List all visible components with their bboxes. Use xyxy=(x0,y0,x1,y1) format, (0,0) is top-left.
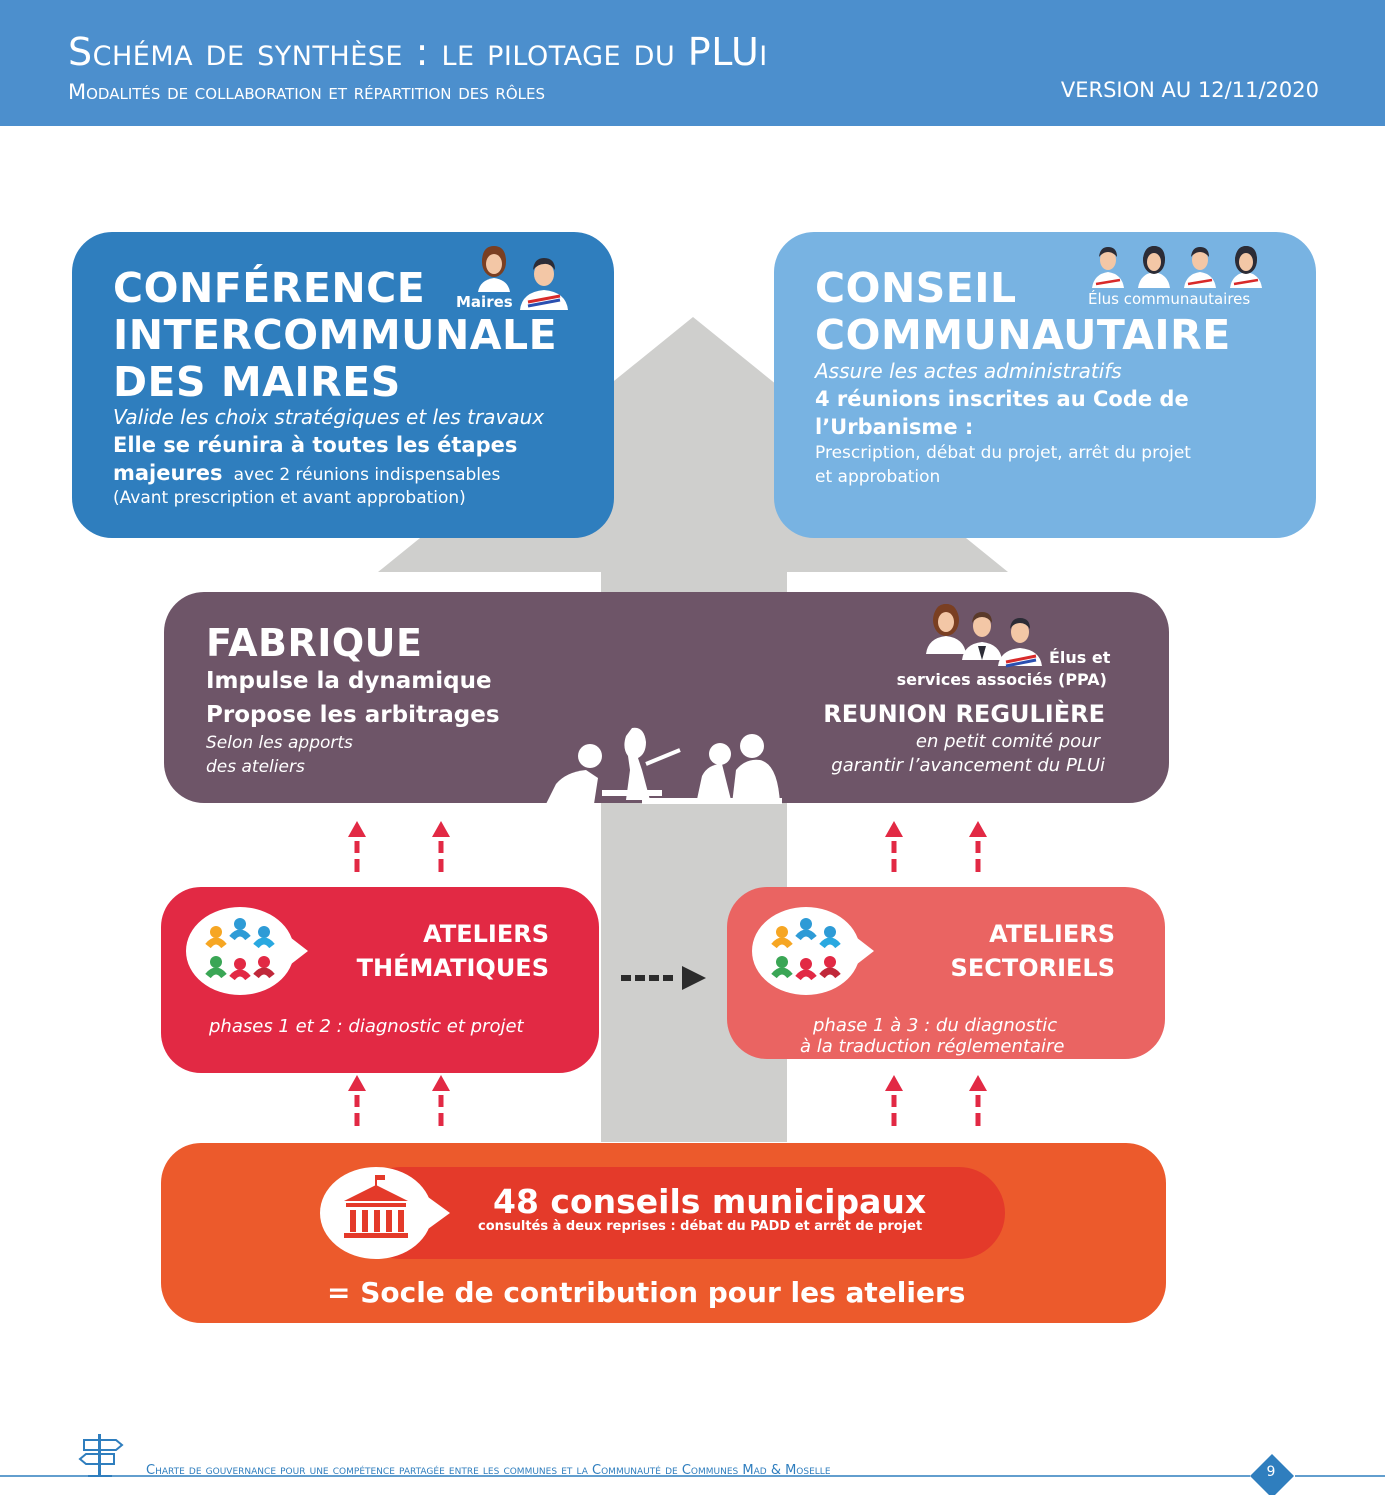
conference-meet-rest: avec 2 réunions indispensables xyxy=(233,465,501,485)
conference-meet-note: (Avant prescription et avant approbation… xyxy=(113,488,466,508)
elus-services-caption-2: services associés (PPA) xyxy=(896,670,1107,689)
conseils-municipaux-subtitle: consultés à deux reprises : débat du PAD… xyxy=(478,1219,923,1234)
conseils-municipaux-pill xyxy=(355,1167,1005,1259)
ateliers-thematiques-phase: phases 1 et 2 : diagnostic et projet xyxy=(209,1016,524,1037)
header-banner xyxy=(0,0,1385,126)
elus-communautaires-caption: Élus communautaires xyxy=(1088,290,1251,308)
conseil-meet-line2: l’Urbanisme : xyxy=(815,415,974,439)
fabrique-note-line2: des ateliers xyxy=(206,757,305,777)
elus-services-people-icon xyxy=(926,604,1042,668)
conseil-title-2: COMMUNAUTAIRE xyxy=(815,311,1231,359)
conseils-municipaux-title: 48 conseils municipaux xyxy=(493,1182,927,1221)
fabrique-note-line1: Selon les apports xyxy=(206,733,353,753)
fabrique-meeting-line1: en petit comité pour xyxy=(915,731,1100,752)
meeting-illustration-icon xyxy=(546,727,782,804)
conseil-meet-line1: 4 réunions inscrites au Code de xyxy=(815,387,1189,411)
ateliers-thematiques-title-1: ATELIERS xyxy=(423,920,549,948)
ateliers-sectoriels-people-icon xyxy=(752,907,874,995)
conference-role: Valide les choix stratégiques et les tra… xyxy=(113,405,545,429)
conseil-detail-line2: et approbation xyxy=(815,467,941,487)
ateliers-sectoriels-phase-1: phase 1 à 3 : du diagnostic xyxy=(813,1015,1058,1036)
page-subtitle: Modalités de collaboration et répartitio… xyxy=(68,80,546,104)
maires-caption: Maires xyxy=(456,293,513,311)
conference-meet-line2: majeures avec 2 réunions indispensables xyxy=(113,461,500,485)
fabrique-box xyxy=(164,592,1169,803)
ateliers-sectoriels-phase-2: à la traduction réglementaire xyxy=(800,1036,1065,1057)
conference-meet-line1: Elle se réunira à toutes les étapes xyxy=(113,433,518,457)
conseil-title-1: CONSEIL xyxy=(815,264,1017,312)
conseil-box xyxy=(774,232,1316,538)
fabrique-title: FABRIQUE xyxy=(206,621,423,665)
elus-services-caption-1: Élus et xyxy=(1049,648,1111,667)
page-title: Schéma de synthèse : le pilotage du PLUi xyxy=(68,30,768,74)
conseil-detail-line1: Prescription, débat du projet, arrêt du … xyxy=(815,443,1191,463)
conference-meet-bold: majeures xyxy=(113,461,223,485)
ateliers-sectoriels-title-2: SECTORIELS xyxy=(950,954,1115,982)
footer-text: Charte de gouvernance pour une compétenc… xyxy=(146,1463,831,1478)
elus-communautaires-people-icon xyxy=(1092,246,1262,288)
maires-people-icon xyxy=(478,246,568,310)
page-number: 9 xyxy=(1266,1464,1276,1480)
town-hall-icon xyxy=(320,1167,450,1259)
conseil-role: Assure les actes administratifs xyxy=(815,359,1122,383)
ateliers-sectoriels-title-1: ATELIERS xyxy=(989,920,1115,948)
socle-contribution: = Socle de contribution pour les atelier… xyxy=(327,1276,966,1309)
fabrique-meeting-line2: garantir l’avancement du PLUi xyxy=(831,755,1105,776)
signpost-icon xyxy=(78,1434,124,1477)
ateliers-thematiques-title-2: THÉMATIQUES xyxy=(356,954,549,982)
footer-graphics xyxy=(0,1434,1385,1495)
conference-title-2: INTERCOMMUNALE xyxy=(113,311,558,359)
fabrique-meeting-title: REUNION REGULIÈRE xyxy=(823,700,1105,728)
fabrique-line1: Impulse la dynamique xyxy=(206,668,492,694)
fabrique-line2: Propose les arbitrages xyxy=(206,702,500,728)
conference-box xyxy=(72,232,614,538)
conference-title-3: DES MAIRES xyxy=(113,358,401,406)
version-label: VERSION AU 12/11/2020 xyxy=(1060,78,1319,102)
conference-title-1: CONFÉRENCE xyxy=(113,264,426,312)
ateliers-thematiques-people-icon xyxy=(186,907,308,995)
